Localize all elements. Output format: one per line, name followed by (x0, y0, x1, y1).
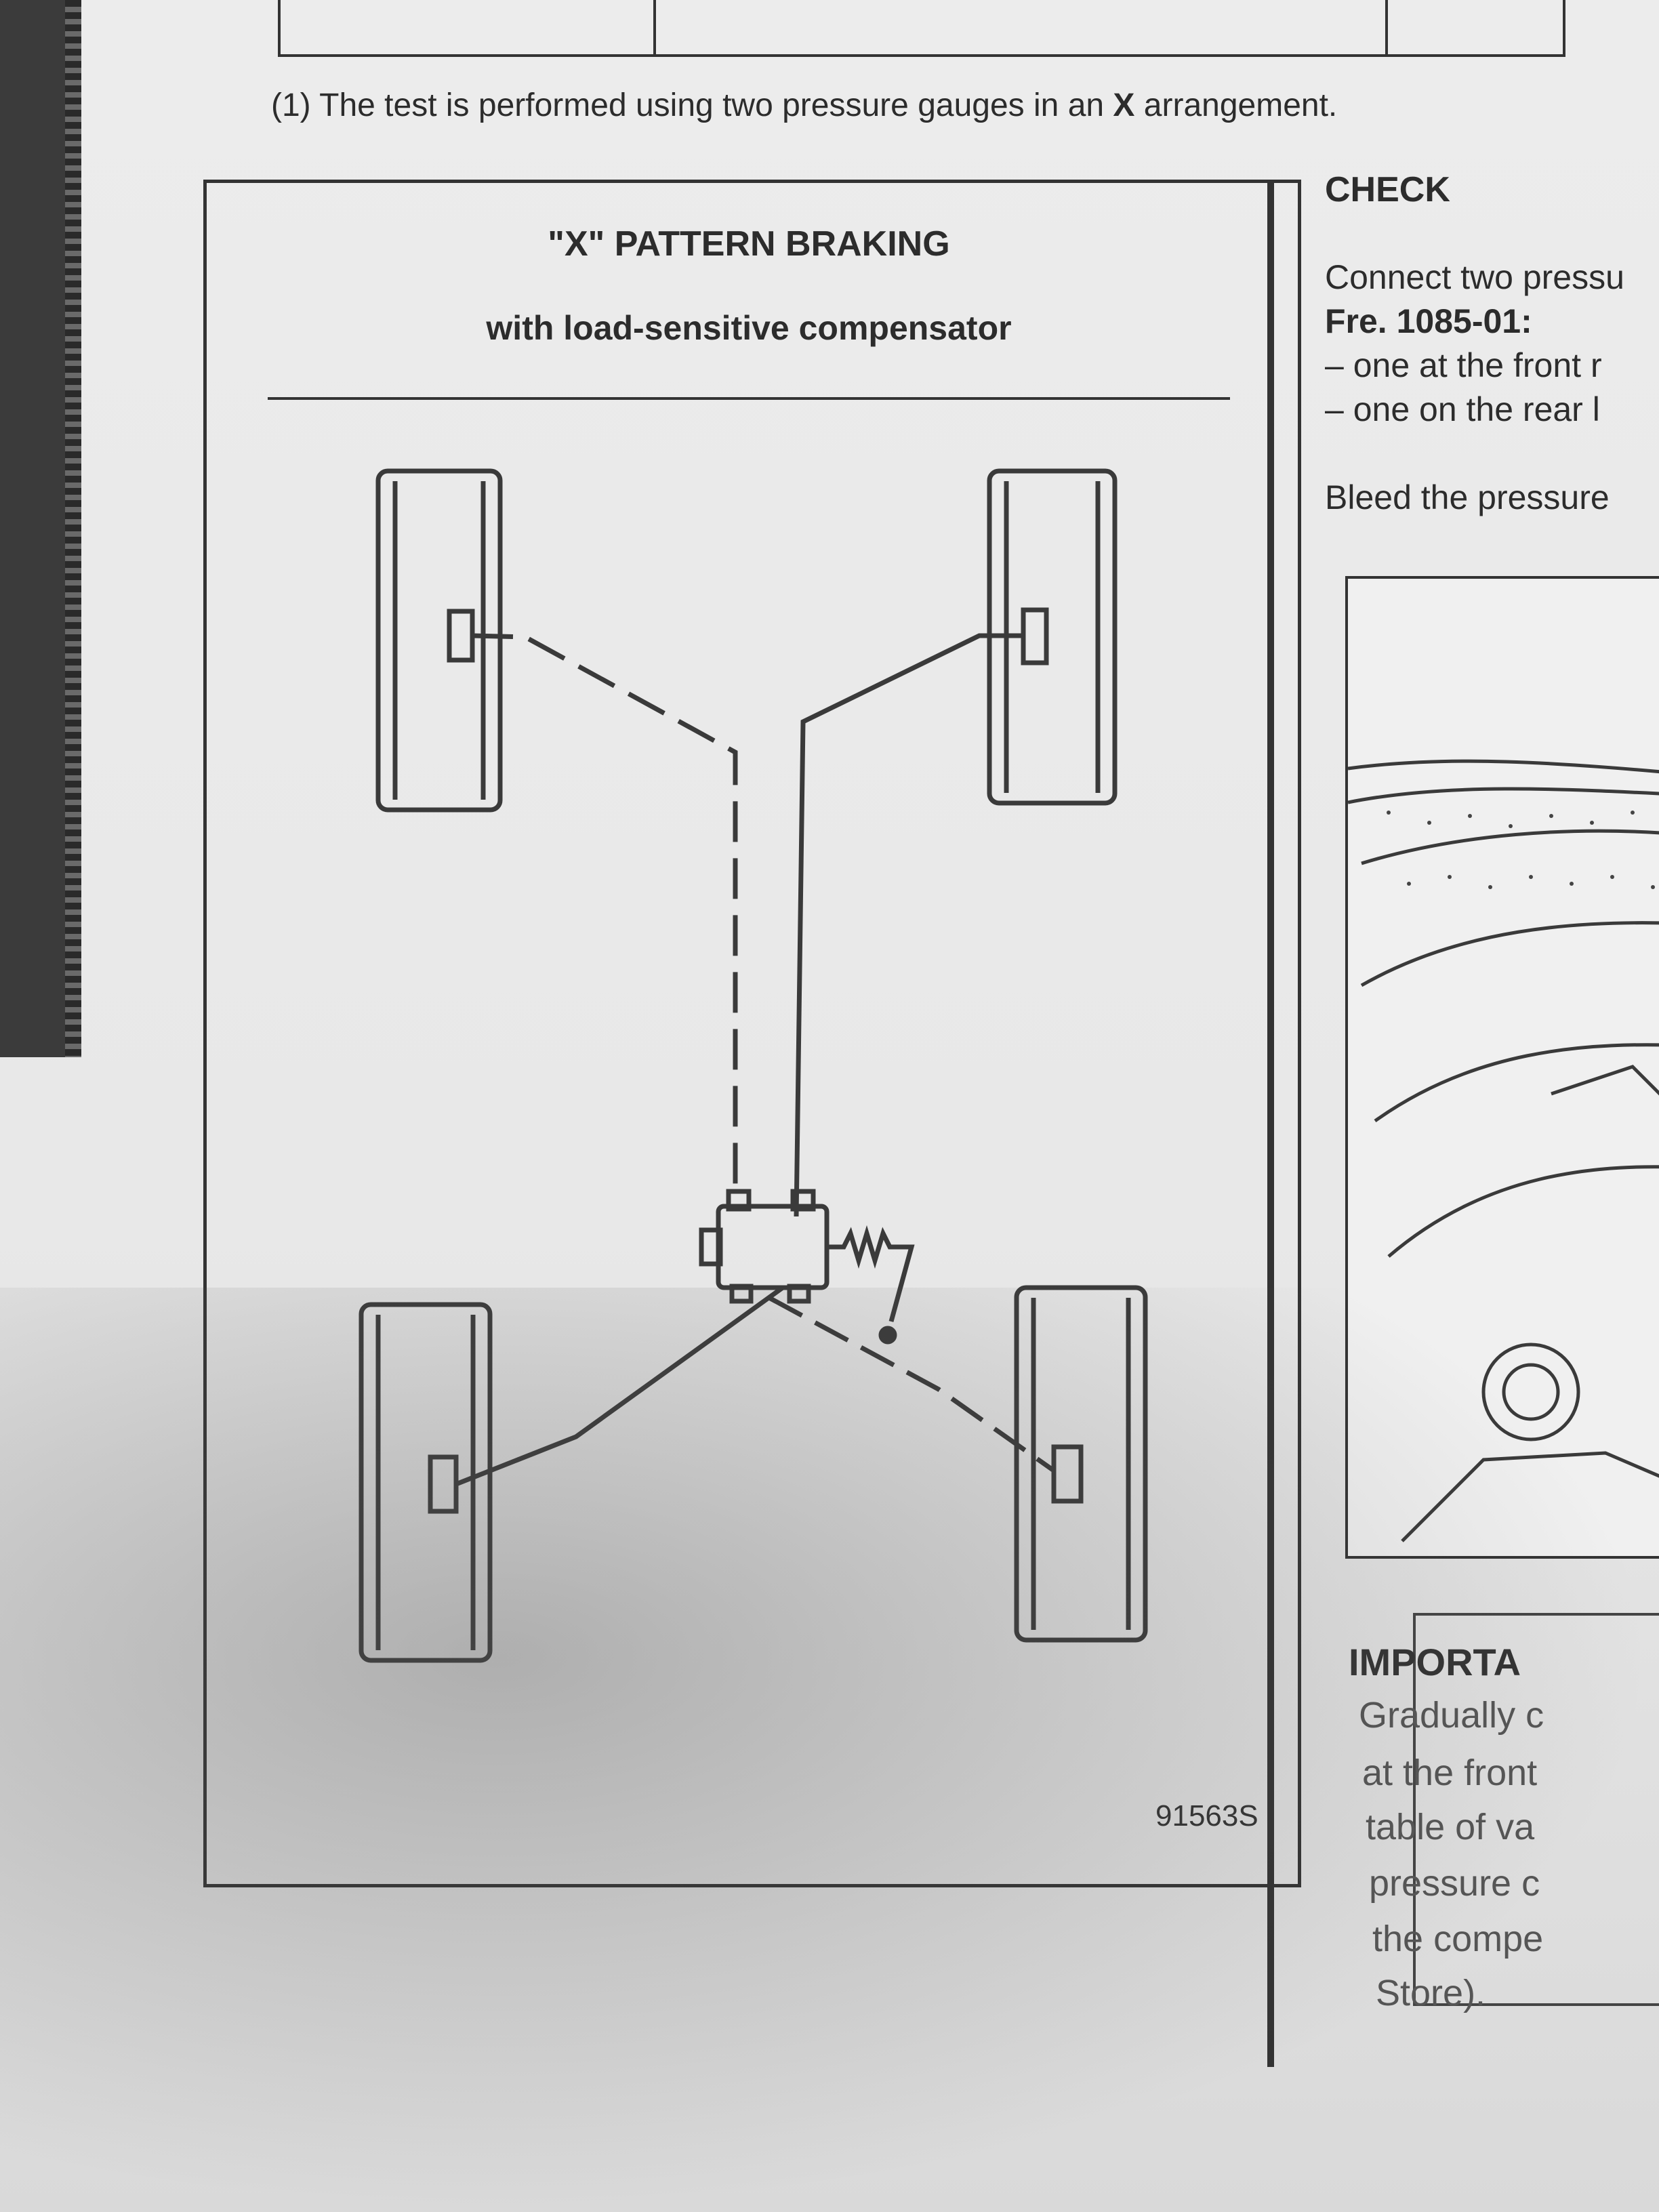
right-text-line: Connect two pressu (1325, 258, 1624, 296)
figure-title: "X" PATTERN BRAKING (548, 224, 950, 264)
table-divider (653, 0, 656, 54)
intro-bold-x: X (1113, 87, 1135, 123)
check-heading: CHECK (1325, 170, 1450, 209)
important-line: Gradually c (1359, 1695, 1544, 1736)
load-sensitive-compensator (699, 1189, 915, 1345)
front-left-wheel (375, 468, 503, 813)
solid-brake-line-fr (794, 633, 1023, 1217)
rear-left-caliper (428, 1454, 459, 1514)
front-left-caliper (447, 609, 475, 663)
important-line: pressure c (1369, 1863, 1540, 1904)
rear-right-wheel (1014, 1285, 1148, 1643)
rear-left-wheel (359, 1302, 493, 1663)
figure-subtitle: with load-sensitive compensator (486, 309, 1012, 347)
wheel-arch-drawing (1348, 759, 1659, 1542)
important-box (1413, 1613, 1659, 2006)
right-column: CHECK Connect two pressu Fre. 1085-01: –… (1325, 0, 1659, 2212)
figure-header: "X" PATTERN BRAKING with load-sensitive … (268, 183, 1230, 400)
right-text-line: Fre. 1085-01: (1325, 302, 1532, 340)
important-line: at the front (1362, 1753, 1538, 1793)
important-heading: IMPORTA (1349, 1641, 1521, 1683)
figure-code: 91563S (1155, 1799, 1258, 1832)
important-line: the compe (1372, 1919, 1544, 1959)
column-rule (1267, 183, 1274, 2067)
binder-edge (0, 0, 81, 1057)
intro-text: (1) The test is performed using two pres… (271, 87, 1113, 123)
wheel-arch-illustration (1345, 576, 1659, 1559)
solid-brake-line-rl (455, 1286, 785, 1487)
dashed-brake-line-rr (768, 1295, 1056, 1473)
table-divider (1385, 0, 1388, 54)
rear-right-caliper (1051, 1444, 1084, 1504)
right-text-line: Bleed the pressure (1325, 478, 1610, 516)
braking-figure: "X" PATTERN BRAKING with load-sensitive … (203, 180, 1301, 1887)
right-text-line: – one on the rear l (1325, 390, 1600, 428)
front-right-caliper (1021, 607, 1049, 665)
intro-text-end: arrangement. (1134, 87, 1338, 123)
important-line: table of va (1366, 1807, 1535, 1847)
brake-circuit-diagram (359, 468, 1148, 1663)
dashed-brake-line-fl (472, 633, 738, 1193)
important-line: Store). (1376, 1973, 1486, 2013)
previous-table-bottom (278, 0, 1565, 57)
intro-sentence: (1) The test is performed using two pres… (271, 87, 1337, 124)
right-text-line: – one at the front r (1325, 346, 1602, 384)
